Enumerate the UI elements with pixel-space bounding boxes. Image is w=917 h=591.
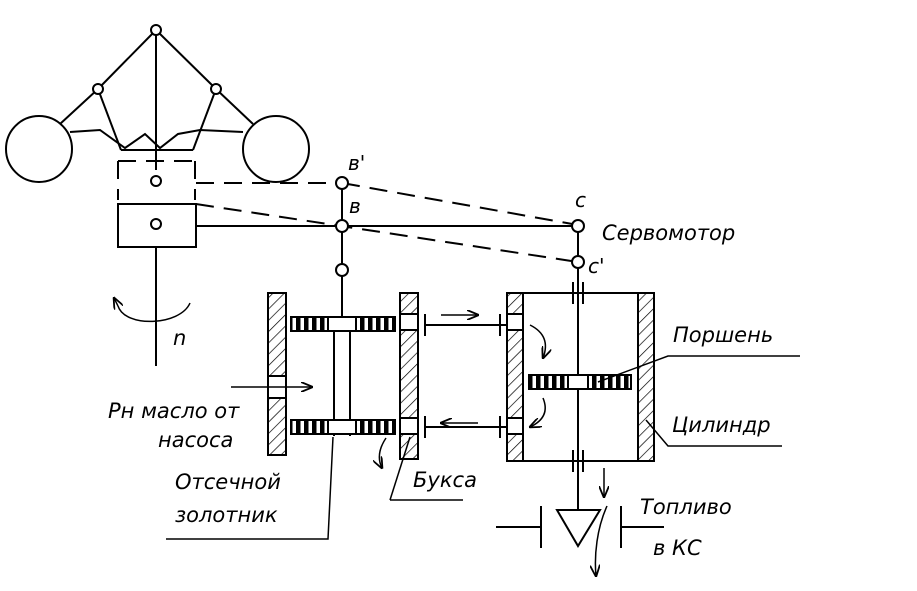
cylinder-right-wall (637, 292, 655, 462)
bushing-label: Букса (413, 468, 477, 492)
valve-label-1: Отсечной (175, 470, 281, 494)
flyweight-left (5, 115, 73, 183)
fuel-valve: Топливо в КС (496, 495, 732, 576)
point-b-prime-label: в' (348, 151, 365, 175)
valve-label-2: золотник (175, 503, 278, 527)
floating-lever: в' в с с' Сервомотор (195, 151, 735, 318)
fuel-label-2: в КС (653, 536, 702, 560)
fuel-label-1: Топливо (640, 495, 732, 519)
rotation-label: n (173, 326, 186, 350)
servomotor-cylinder: Поршень Цилиндр (506, 268, 800, 510)
oil-lines (424, 314, 507, 438)
oil-from-pump-label-2: насоса (158, 428, 233, 452)
fuel-needle (555, 509, 602, 548)
cutoff-valve: Рн масло от насоса Отсечной золотник Бук… (108, 292, 477, 540)
valve-left-wall (267, 292, 287, 456)
flyweight-right (242, 115, 310, 183)
point-c-label: с (575, 188, 586, 212)
oil-from-pump-label-1: Рн масло от (108, 399, 240, 423)
piston-label: Поршень (673, 323, 773, 347)
servomotor-label: Сервомотор (602, 221, 735, 245)
point-b-label: в (349, 194, 361, 218)
cylinder-label: Цилиндр (672, 413, 771, 437)
centrifugal-governor: n (5, 24, 310, 366)
point-c-prime-label: с' (588, 254, 605, 278)
